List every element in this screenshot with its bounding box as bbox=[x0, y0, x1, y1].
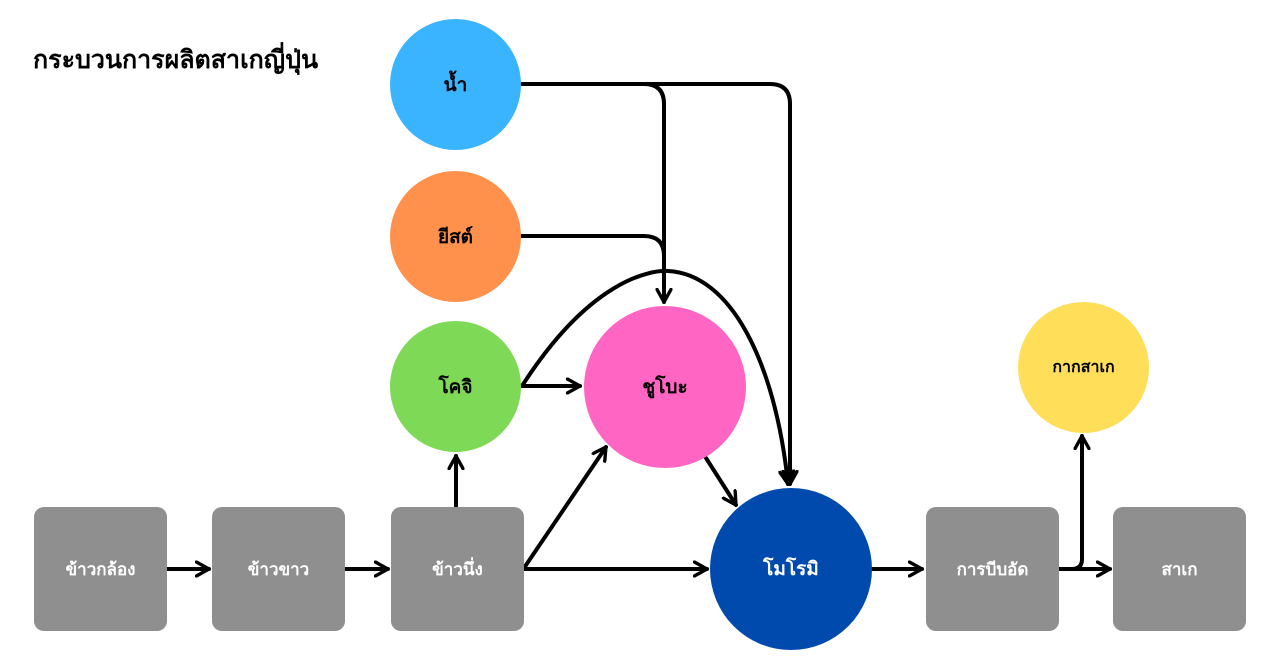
node-pressing[interactable]: การบีบอัด bbox=[926, 507, 1059, 631]
node-koji[interactable]: โคจิ bbox=[390, 321, 521, 452]
edge-pressing-to-sake-lees bbox=[1057, 434, 1082, 571]
edge-shubo-to-moromi bbox=[704, 456, 738, 507]
edge-water-to-moromi bbox=[642, 82, 790, 486]
edge-water-to-shubo bbox=[519, 82, 664, 304]
node-sake-lees-label: กากสาเก bbox=[1052, 357, 1115, 376]
edge-koji-to-moromi bbox=[520, 268, 788, 486]
node-white-rice-label: ข้าวขาว bbox=[247, 559, 310, 580]
diagram-title: กระบวนการผลิตสาเกญี่ปุ่น bbox=[33, 45, 319, 74]
node-white-rice[interactable]: ข้าวขาว bbox=[212, 507, 345, 631]
node-steamed-rice-label: ข้าวนึ่ง bbox=[432, 559, 483, 580]
edge-steamed-rice-to-shubo bbox=[522, 445, 608, 570]
node-brown-rice-label: ข้าวกล้อง bbox=[65, 559, 136, 580]
node-pressing-label: การบีบอัด bbox=[956, 559, 1029, 580]
node-yeast[interactable]: ยีสต์ bbox=[390, 171, 521, 302]
node-water[interactable]: น้ำ bbox=[390, 19, 521, 150]
node-koji-label: โคจิ bbox=[438, 375, 473, 398]
node-brown-rice[interactable]: ข้าวกล้อง bbox=[34, 507, 167, 631]
node-shubo[interactable]: ชูโบะ bbox=[584, 306, 746, 468]
node-water-label: น้ำ bbox=[443, 73, 468, 96]
node-moromi[interactable]: โมโรมิ bbox=[710, 488, 872, 650]
node-shubo-label: ชูโบะ bbox=[642, 376, 688, 398]
node-yeast-label: ยีสต์ bbox=[437, 225, 474, 248]
node-moromi-label: โมโรมิ bbox=[763, 558, 819, 580]
node-sake[interactable]: สาเก bbox=[1113, 507, 1246, 631]
edge-yeast-to-shubo bbox=[519, 234, 666, 302]
node-steamed-rice[interactable]: ข้าวนึ่ง bbox=[391, 507, 524, 631]
node-sake-lees[interactable]: กากสาเก bbox=[1018, 302, 1149, 433]
node-sake-label: สาเก bbox=[1161, 559, 1198, 580]
